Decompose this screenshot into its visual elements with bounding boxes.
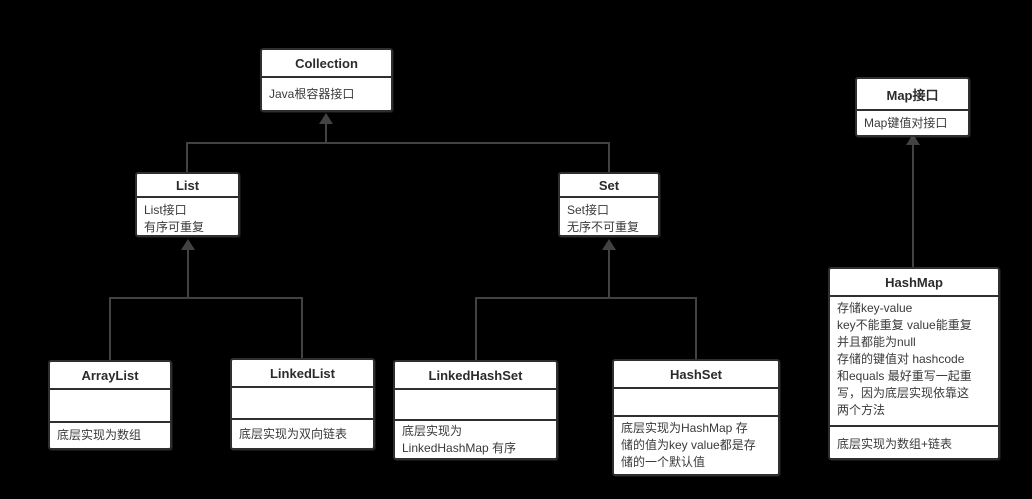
edge-list-vertical — [187, 248, 189, 299]
edge-list-stub — [186, 142, 188, 172]
class-note-linkedlist: 底层实现为双向链表 — [232, 418, 373, 448]
class-box-linkedlist: LinkedList 底层实现为双向链表 — [230, 358, 375, 450]
edge-hashmap-vertical — [912, 143, 914, 267]
class-box-set: Set Set接口 无序不可重复 — [558, 172, 660, 237]
class-box-hashset: HashSet 底层实现为HashMap 存 储的值为key value都是存 … — [612, 359, 780, 476]
class-body-hashmap: 存储key-value key不能重复 value能重复 并且都能为null 存… — [830, 295, 998, 425]
generalization-arrow-to-list — [181, 239, 195, 250]
class-box-arraylist: ArrayList 底层实现为数组 — [48, 360, 172, 450]
class-note-arraylist: 底层实现为数组 — [50, 421, 170, 448]
class-box-collection: Collection Java根容器接口 — [260, 48, 393, 112]
class-title-map: Map接口 — [886, 88, 939, 103]
class-title-set: Set — [598, 178, 620, 193]
class-title-linkedhashset: LinkedHashSet — [428, 368, 523, 383]
class-title-linkedlist: LinkedList — [269, 366, 335, 381]
class-body-map: Map键值对接口 — [857, 109, 968, 135]
class-note-hashmap: 底层实现为数组+链表 — [830, 425, 998, 458]
class-box-list: List List接口 有序可重复 — [135, 172, 240, 237]
class-body-list: List接口 有序可重复 — [137, 196, 238, 235]
class-box-linkedhashset: LinkedHashSet 底层实现为 LinkedHashMap 有序 — [393, 360, 558, 460]
generalization-arrow-to-map — [906, 134, 920, 145]
class-note-hashset: 底层实现为HashMap 存 储的值为key value都是存 储的一个默认值 — [614, 415, 778, 474]
class-body-set: Set接口 无序不可重复 — [560, 196, 658, 235]
class-title-hashset: HashSet — [669, 367, 723, 382]
class-attributes-linkedhashset — [395, 388, 556, 419]
edge-hashset-stub — [695, 297, 697, 359]
edge-linkedhashset-stub — [475, 297, 477, 360]
class-title-hashmap: HashMap — [885, 275, 943, 290]
class-box-hashmap: HashMap 存储key-value key不能重复 value能重复 并且都… — [828, 267, 1000, 460]
edge-set-vertical — [608, 248, 610, 299]
edge-collection-vertical — [325, 122, 327, 143]
class-note-linkedhashset: 底层实现为 LinkedHashMap 有序 — [395, 419, 556, 458]
generalization-arrow-to-collection — [319, 113, 333, 124]
generalization-arrow-to-set — [602, 239, 616, 250]
edge-linkedlist-stub — [301, 297, 303, 358]
class-attributes-hashset — [614, 387, 778, 415]
class-box-map: Map接口 Map键值对接口 — [855, 77, 970, 137]
class-title-arraylist: ArrayList — [81, 368, 139, 383]
class-attributes-arraylist — [50, 388, 170, 421]
class-title-collection: Collection — [295, 56, 358, 71]
class-attributes-linkedlist — [232, 386, 373, 418]
edge-set-rail — [475, 297, 697, 299]
class-body-collection: Java根容器接口 — [262, 76, 391, 110]
edge-list-rail — [109, 297, 303, 299]
class-title-list: List — [175, 178, 200, 193]
edge-collection-rail — [186, 142, 610, 144]
edge-set-stub — [608, 142, 610, 172]
edge-arraylist-stub — [109, 297, 111, 360]
